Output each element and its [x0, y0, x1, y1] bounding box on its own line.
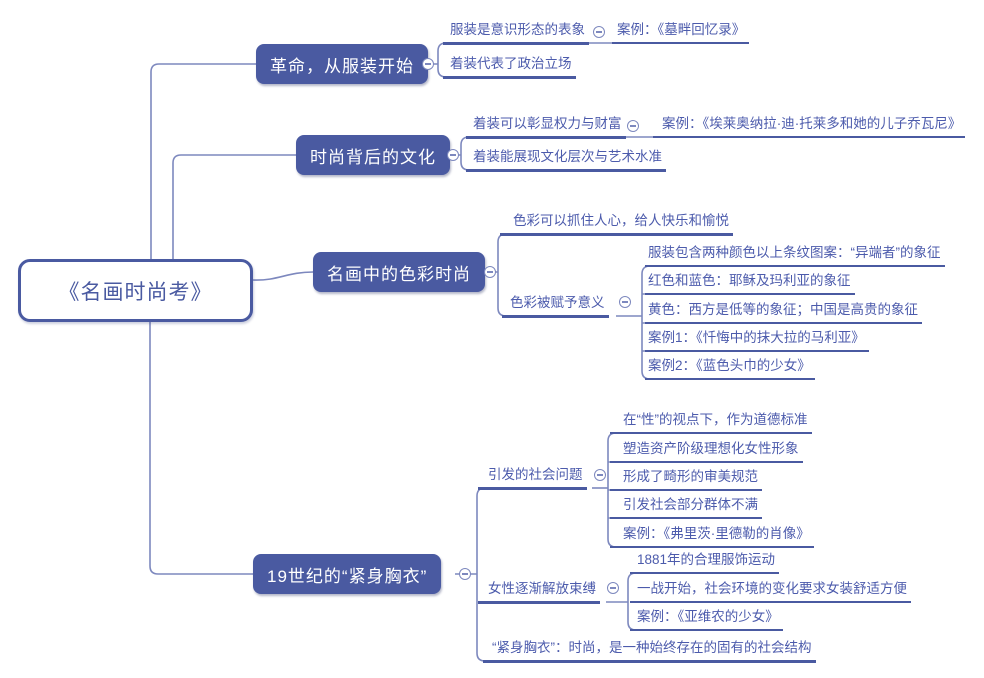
collapse-icon[interactable]: [619, 296, 631, 308]
subtopic-political-stance[interactable]: 着装代表了政治立场: [443, 54, 576, 79]
subtopic-women-liberation[interactable]: 女性逐渐解放束缚: [478, 579, 600, 604]
subtopic-social-problems[interactable]: 引发的社会问题: [478, 465, 587, 490]
collapse-icon[interactable]: [594, 469, 606, 481]
subtopic-case-eleonora[interactable]: 案例：《埃莱奥纳拉·迪·托莱多和她的儿子乔瓦尼》: [653, 114, 966, 138]
subtopic-color-attract[interactable]: 色彩可以抓住人心，给人快乐和愉悦: [500, 211, 733, 236]
minus-glyph: [596, 31, 602, 33]
minus-glyph: [610, 587, 616, 589]
connector-path: [149, 322, 253, 575]
subtopic-culture-art-level[interactable]: 着装能展现文化层次与艺术水准: [466, 147, 666, 172]
collapse-icon[interactable]: [484, 266, 496, 278]
collapse-icon[interactable]: [593, 26, 605, 38]
subtopic-yellow-meaning[interactable]: 黄色：西方是低等的象征；中国是高贵的象征: [645, 300, 922, 324]
minus-glyph: [487, 271, 493, 273]
minus-glyph: [462, 573, 468, 575]
subtopic-group-discontent[interactable]: 引发社会部分群体不满: [610, 495, 762, 519]
minus-glyph: [597, 474, 603, 476]
connector-path: [252, 271, 314, 281]
minus-glyph: [450, 154, 456, 156]
collapse-icon[interactable]: [422, 58, 434, 70]
connector-path: [476, 487, 486, 662]
subtopic-case-avignon[interactable]: 案例：《亚维农的少女》: [630, 607, 783, 631]
collapse-icon[interactable]: [627, 120, 639, 132]
subtopic-power-wealth[interactable]: 着装可以彰显权力与财富: [466, 114, 626, 139]
subtopic-ideology-appearance[interactable]: 服装是意识形态的表象: [443, 20, 589, 45]
subtopic-distorted-aesthetic[interactable]: 形成了畸形的审美规范: [610, 467, 762, 491]
minus-glyph: [630, 125, 636, 127]
collapse-icon[interactable]: [447, 149, 459, 161]
subtopic-color-meaning[interactable]: 色彩被赋予意义: [502, 293, 609, 318]
subtopic-red-blue[interactable]: 红色和蓝色：耶稣及玛利亚的象征: [645, 271, 855, 295]
main-topic-culture[interactable]: 时尚背后的文化: [296, 135, 450, 175]
main-topic-corset[interactable]: 19世纪的“紧身胸衣”: [253, 554, 442, 594]
minus-glyph: [622, 301, 628, 303]
connector-path: [172, 154, 296, 259]
subtopic-ww1-practical-dress[interactable]: 一战开始，社会环境的变化要求女装舒适方便: [630, 579, 911, 603]
subtopic-bourgeois-ideal[interactable]: 塑造资产阶级理想化女性形象: [610, 439, 803, 463]
subtopic-case1-magdalene[interactable]: 案例1：《忏悔中的抹大拉的马利亚》: [645, 328, 869, 352]
subtopic-case-tomb-memoir[interactable]: 案例：《墓畔回忆录》: [612, 20, 750, 44]
subtopic-corset-conclusion[interactable]: “紧身胸衣”：时尚，是一种始终存在的固有的社会结构: [483, 638, 816, 663]
root-topic[interactable]: 《名画时尚考》: [18, 259, 253, 322]
subtopic-1881-dress-movement[interactable]: 1881年的合理服饰运动: [630, 550, 780, 574]
collapse-icon[interactable]: [607, 582, 619, 594]
minus-glyph: [425, 63, 431, 65]
subtopic-case-riedler-portrait[interactable]: 案例：《弗里茨·里德勒的肖像》: [610, 524, 814, 548]
subtopic-sex-moral-standard[interactable]: 在“性”的视点下，作为道德标准: [610, 410, 812, 434]
subtopic-stripes-heretic[interactable]: 服装包含两种颜色以上条纹图案：“异端者”的象征: [645, 243, 945, 267]
connector-path: [150, 63, 256, 259]
main-topic-revolution[interactable]: 革命，从服装开始: [256, 44, 428, 84]
main-topic-color-fashion[interactable]: 名画中的色彩时尚: [313, 252, 485, 292]
collapse-icon[interactable]: [459, 568, 471, 580]
subtopic-case2-blue-headscarf[interactable]: 案例2：《蓝色头巾的少女》: [645, 356, 815, 380]
